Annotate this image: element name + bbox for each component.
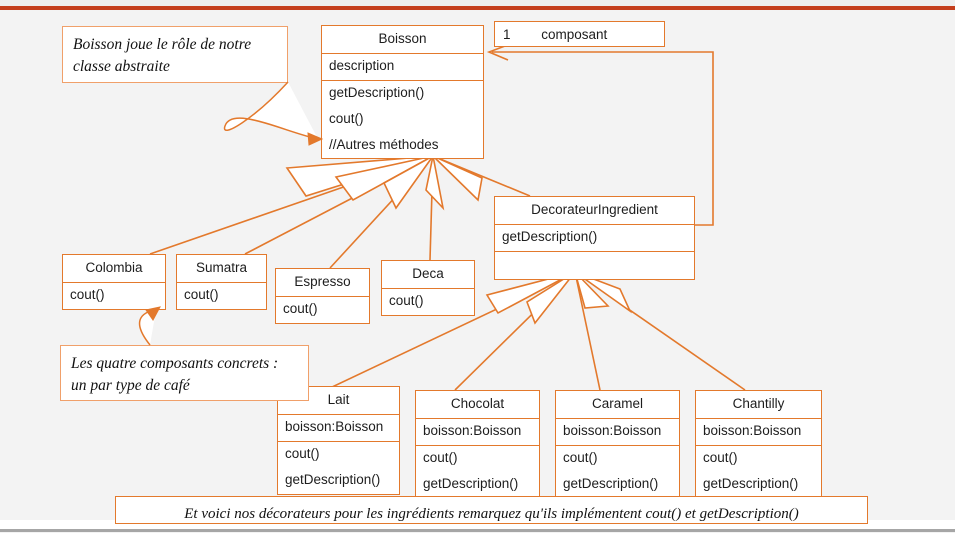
caption-text: Et voici nos décorateurs pour les ingréd…: [184, 506, 799, 522]
gen-arrow-deca: [425, 155, 445, 211]
class-method: cout(): [556, 444, 679, 472]
class-method: cout(): [184, 286, 219, 302]
class-method: getDescription(): [703, 475, 799, 491]
class-method: cout(): [283, 300, 318, 316]
gen-arrow-colombia: [285, 155, 434, 197]
note-decorators-caption[interactable]: Et voici nos décorateurs pour les ingréd…: [115, 496, 868, 524]
gen-line-sumatra: [244, 155, 434, 255]
class-empty-compartment: [495, 250, 694, 279]
class-method: getDescription(): [322, 79, 483, 107]
class-box-lait[interactable]: Lait boisson:Boisson cout() getDescripti…: [277, 386, 400, 495]
gen-line-caramel: [574, 271, 601, 391]
top-strip: [0, 0, 955, 6]
class-method: cout(): [329, 110, 364, 126]
class-method: cout(): [70, 286, 105, 302]
class-box-chocolat[interactable]: Chocolat boisson:Boisson cout() getDescr…: [415, 390, 540, 499]
association-multiplicity: 1: [503, 26, 511, 42]
gen-arrow-sumatra: [334, 155, 434, 202]
class-name-sumatra: Sumatra: [177, 255, 266, 283]
class-method: getDescription(): [563, 475, 659, 491]
top-accent-line: [0, 6, 955, 10]
note-line: classe abstraite: [73, 58, 170, 76]
class-name-colombia: Colombia: [63, 255, 165, 283]
gen-line-deca: [429, 155, 434, 261]
note-abstract-class[interactable]: Boisson joue le rôle de notre classe abs…: [62, 26, 288, 83]
class-method: cout(): [278, 440, 399, 468]
class-box-boisson[interactable]: Boisson description getDescription() cou…: [321, 25, 484, 160]
class-name-lait: Lait: [278, 387, 399, 415]
gen-line-espresso: [329, 155, 434, 269]
class-attribute: boisson:Boisson: [423, 422, 522, 438]
bottom-rule: [0, 529, 955, 532]
class-box-sumatra[interactable]: Sumatra cout(): [176, 254, 267, 310]
note-line: un par type de café: [71, 377, 190, 395]
class-name-espresso: Espresso: [276, 269, 369, 297]
class-name-chantilly: Chantilly: [696, 391, 821, 419]
class-attribute: boisson:Boisson: [563, 422, 662, 438]
class-name-deca: Deca: [382, 261, 474, 289]
class-box-chantilly[interactable]: Chantilly boisson:Boisson cout() getDesc…: [695, 390, 822, 499]
class-box-deca[interactable]: Deca cout(): [381, 260, 475, 316]
association-arrowhead: [486, 45, 509, 61]
class-name-chocolat: Chocolat: [416, 391, 539, 419]
gen-line-chantilly: [574, 271, 746, 391]
note-line: Boisson joue le rôle de notre: [73, 36, 252, 53]
gen-line-colombia: [149, 155, 434, 255]
class-method: getDescription(): [502, 228, 598, 244]
class-box-espresso[interactable]: Espresso cout(): [275, 268, 370, 324]
class-method: cout(): [416, 444, 539, 472]
callout-arrow-abstract: [223, 81, 319, 140]
note-line: Les quatre composants concrets :: [71, 355, 279, 372]
gen-arrow-decorateur: [432, 155, 483, 202]
association-role-label: composant: [541, 26, 608, 42]
class-name-boisson: Boisson: [322, 26, 483, 54]
callout-arrowhead-abstract: [307, 132, 324, 146]
gen-arrow-espresso: [382, 155, 434, 210]
class-box-colombia[interactable]: Colombia cout(): [62, 254, 166, 310]
bottom-white-band: [0, 520, 955, 530]
association-role-box: 1 composant: [494, 21, 665, 47]
class-method: cout(): [696, 444, 821, 472]
gen-line-decorateur: [432, 155, 531, 197]
class-name-decorateuringredient: DecorateurIngredient: [495, 197, 694, 225]
class-box-caramel[interactable]: Caramel boisson:Boisson cout() getDescri…: [555, 390, 680, 499]
class-box-decorateuringredient[interactable]: DecorateurIngredient getDescription(): [494, 196, 695, 280]
note-concrete-components[interactable]: Les quatre composants concrets : un par …: [60, 345, 309, 401]
class-attribute: boisson:Boisson: [285, 418, 384, 434]
class-attribute: boisson:Boisson: [703, 422, 802, 438]
class-method: getDescription(): [285, 471, 381, 487]
callout-arrow-components: [138, 309, 158, 346]
class-method: getDescription(): [423, 475, 519, 491]
class-name-caramel: Caramel: [556, 391, 679, 419]
class-attribute: description: [329, 57, 395, 73]
class-method: cout(): [389, 292, 424, 308]
class-method: //Autres méthodes: [329, 136, 439, 152]
